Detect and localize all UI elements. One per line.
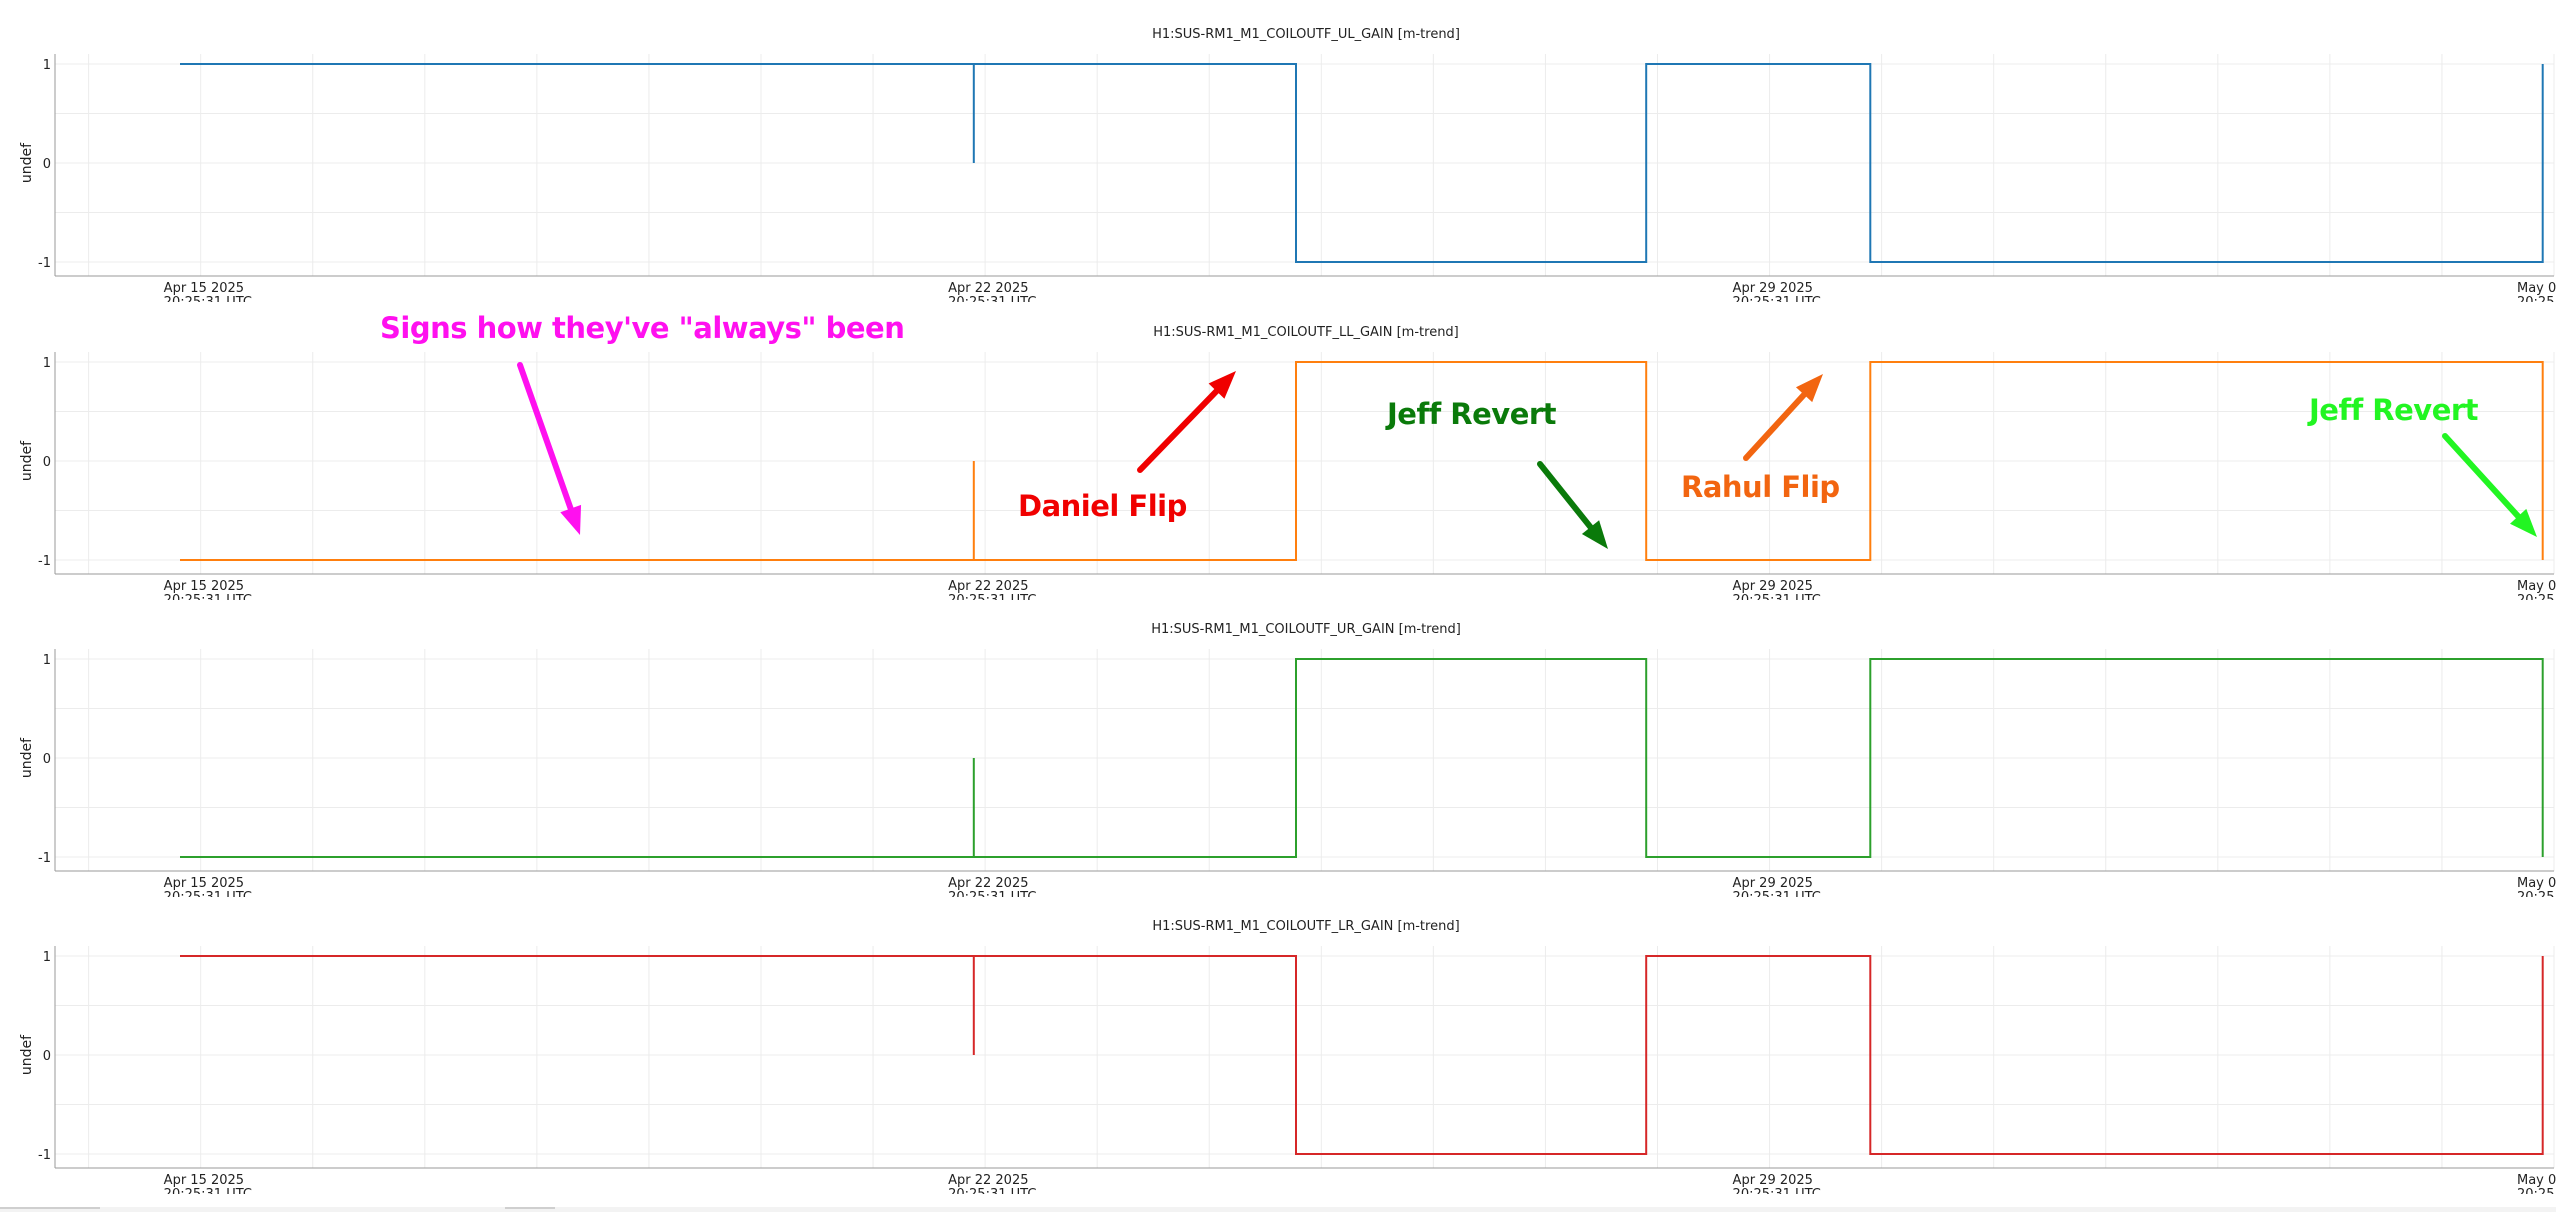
y-tick-label: 0 [43,752,51,767]
x-tick-date: May 06 2025 [2517,281,2556,296]
bottom-scroll-strip [0,1207,2556,1212]
x-tick-date: Apr 15 2025 [164,281,244,296]
x-tick-date: Apr 15 2025 [164,579,244,594]
series-line [180,658,2544,858]
x-tick-date: May 06 2025 [2517,579,2556,594]
x-tick-time: 20:25:31 UTC [164,890,252,905]
annotation-label: Daniel Flip [1018,489,1187,523]
y-tick-label: -1 [38,554,51,569]
x-tick-time: 20:25:31 UTC [164,593,252,608]
x-tick-time: 20:25:31 UTC [948,1187,1036,1202]
x-tick-date: Apr 22 2025 [948,1173,1028,1188]
panel-3: H1:SUS-RM1_M1_COILOUTF_UR_GAIN [m-trend]… [19,622,2556,905]
x-tick-time: 20:25:31 UTC [2517,890,2556,905]
x-tick-time: 20:25:31 UTC [164,1187,252,1202]
x-tick-date: Apr 22 2025 [948,876,1028,891]
x-tick-time: 20:25:31 UTC [948,890,1036,905]
annotation-arrowhead [2510,508,2537,537]
x-tick-time: 20:25:31 UTC [2517,1187,2556,1202]
x-tick-time: 20:25:31 UTC [2517,295,2556,310]
annotation-arrow [1137,388,1220,473]
annotation-arrowhead [1795,374,1823,403]
x-tick-time: 20:25:31 UTC [948,295,1036,310]
annotation-arrowhead [560,504,582,535]
y-tick-label: 1 [43,356,51,371]
x-tick-time: 20:25:31 UTC [948,593,1036,608]
x-tick-date: May 06 2025 [2517,1173,2556,1188]
x-tick-date: May 06 2025 [2517,876,2556,891]
annotation-arrowhead [1581,520,1608,549]
y-tick-label: 0 [43,1049,51,1064]
series-line [180,63,2544,263]
y-tick-label: 0 [43,455,51,470]
annotation-label: Rahul Flip [1681,470,1840,504]
panel-title: H1:SUS-RM1_M1_COILOUTF_LR_GAIN [m-trend] [1152,919,1459,934]
y-axis-label: undef [19,737,35,778]
x-tick-date: Apr 22 2025 [948,579,1028,594]
y-tick-label: -1 [38,256,51,271]
panel-4: H1:SUS-RM1_M1_COILOUTF_LR_GAIN [m-trend]… [19,919,2556,1202]
series-line [180,955,2544,1155]
x-tick-date: Apr 29 2025 [1733,281,1813,296]
series-line [180,361,2544,561]
y-axis-label: undef [19,142,35,183]
panel-2: H1:SUS-RM1_M1_COILOUTF_LL_GAIN [m-trend]… [19,311,2556,608]
panel-title: H1:SUS-RM1_M1_COILOUTF_UR_GAIN [m-trend] [1151,622,1461,637]
scroll-segment [0,1207,100,1209]
x-tick-time: 20:25:31 UTC [1733,295,1821,310]
y-tick-label: 1 [43,58,51,73]
annotation-arrow [2442,433,2522,520]
annotation-arrowhead [1208,371,1236,399]
x-tick-date: Apr 15 2025 [164,876,244,891]
annotation-arrow [1743,391,1808,461]
y-tick-label: 1 [43,950,51,965]
x-tick-date: Apr 15 2025 [164,1173,244,1188]
x-tick-date: Apr 22 2025 [948,281,1028,296]
x-tick-time: 20:25:31 UTC [1733,593,1821,608]
x-tick-time: 20:25:31 UTC [1733,890,1821,905]
scroll-segment [505,1207,555,1209]
panel-title: H1:SUS-RM1_M1_COILOUTF_LL_GAIN [m-trend] [1153,325,1459,340]
x-tick-date: Apr 29 2025 [1733,876,1813,891]
y-tick-label: 1 [43,653,51,668]
x-tick-date: Apr 29 2025 [1733,1173,1813,1188]
annotation-label: Jeff Revert [1385,397,1557,431]
panel-1: H1:SUS-RM1_M1_COILOUTF_UL_GAIN [m-trend]… [19,27,2556,310]
y-axis-label: undef [19,1034,35,1075]
x-tick-date: Apr 29 2025 [1733,579,1813,594]
annotation-label: Signs how they've "always" been [380,311,904,345]
y-tick-label: -1 [38,1148,51,1163]
x-tick-time: 20:25:31 UTC [164,295,252,310]
x-tick-time: 20:25:31 UTC [2517,593,2556,608]
y-tick-label: 0 [43,157,51,172]
annotation-arrow [1537,461,1594,531]
annotation-label: Jeff Revert [2307,393,2479,427]
x-tick-time: 20:25:31 UTC [1733,1187,1821,1202]
y-tick-label: -1 [38,851,51,866]
panel-title: H1:SUS-RM1_M1_COILOUTF_UL_GAIN [m-trend] [1152,27,1460,42]
annotation-arrow [517,362,574,512]
y-axis-label: undef [19,440,35,481]
